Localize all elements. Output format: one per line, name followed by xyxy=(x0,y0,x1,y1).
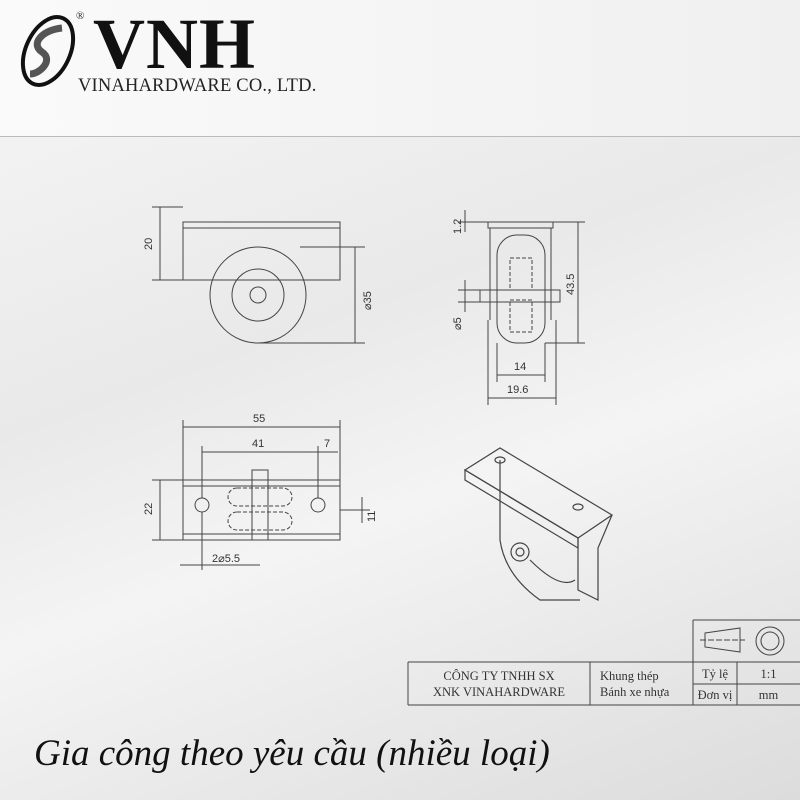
dim-wheel-diameter: ⌀35 xyxy=(362,291,374,310)
scale-value: 1:1 xyxy=(760,667,777,681)
dim-hole-center: 11 xyxy=(366,511,378,522)
unit-value: mm xyxy=(758,688,779,702)
company-name: VINAHARDWARE CO., LTD. xyxy=(78,76,317,96)
dim-total-height: 43.5 xyxy=(565,274,577,295)
header: ® VNH VINAHARDWARE CO., LTD. xyxy=(0,0,800,137)
title-block-lines xyxy=(407,619,800,706)
unit-label: Đơn vị xyxy=(697,688,733,702)
dim-hole-offset: 7 xyxy=(324,438,330,450)
company-line1: CÔNG TY TNHH SX xyxy=(443,669,555,683)
registered-mark: ® xyxy=(76,10,85,22)
dim-hole-spacing: 41 xyxy=(252,438,264,450)
caption: Gia công theo yêu cầu (nhiều loại) xyxy=(34,733,550,774)
isometric-view xyxy=(463,447,614,601)
title-block-material: Khung thép Bánh xe nhựa xyxy=(590,668,693,700)
top-view xyxy=(152,420,370,570)
dim-plate-thickness: 1.2 xyxy=(452,219,464,234)
dim-wheel-width: 14 xyxy=(514,361,526,373)
dim-holes: 2⌀5.5 xyxy=(212,553,240,565)
dim-frame-width: 19.6 xyxy=(507,384,528,396)
material-line1: Khung thép xyxy=(600,669,659,683)
dim-axle-diameter: ⌀5 xyxy=(452,317,464,330)
dim-total-length: 55 xyxy=(253,413,265,425)
side-view xyxy=(458,210,585,405)
scale-label: Tỷ lệ xyxy=(701,667,729,681)
dim-frame-height: 20 xyxy=(143,238,155,250)
material-line2: Bánh xe nhựa xyxy=(600,685,670,699)
title-block-company: CÔNG TY TNHH SX XNK VINAHARDWARE xyxy=(408,668,590,700)
logo-icon xyxy=(20,15,76,87)
dim-base-width: 22 xyxy=(143,503,155,515)
company-line2: XNK VINAHARDWARE xyxy=(432,685,566,699)
brand-name: VNH xyxy=(93,4,256,84)
front-view xyxy=(152,206,365,344)
